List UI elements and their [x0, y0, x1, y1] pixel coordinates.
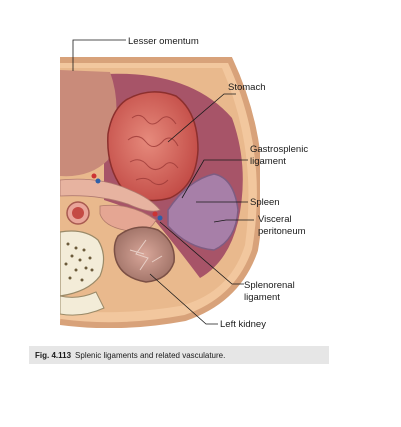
label-splenorenal-ligament-line2: ligament: [244, 292, 280, 303]
label-visceral-peritoneum-line1: Visceral: [258, 214, 292, 225]
liver: [60, 70, 117, 177]
spleen: [167, 173, 239, 251]
left-kidney: [113, 226, 175, 283]
label-splenorenal-ligament-line1: Splenorenal: [244, 280, 295, 291]
label-spleen: Spleen: [250, 197, 280, 208]
label-gastrosplenic-ligament-line1: Gastrosplenic: [250, 144, 308, 155]
label-lesser-omentum: Lesser omentum: [128, 36, 199, 47]
label-gastrosplenic-ligament-line2: ligament: [250, 156, 286, 167]
label-visceral-peritoneum-line2: peritoneum: [258, 226, 306, 237]
figure-number: Fig. 4.113: [35, 350, 72, 360]
figure-caption-text: Splenic ligaments and related vasculatur…: [75, 350, 226, 360]
label-left-kidney: Left kidney: [220, 319, 266, 330]
figure-caption: Fig. 4.113 Splenic ligaments and related…: [29, 346, 329, 364]
peritoneal-fold: [60, 178, 161, 212]
label-stomach: Stomach: [228, 82, 266, 93]
vertebra: [60, 230, 105, 297]
